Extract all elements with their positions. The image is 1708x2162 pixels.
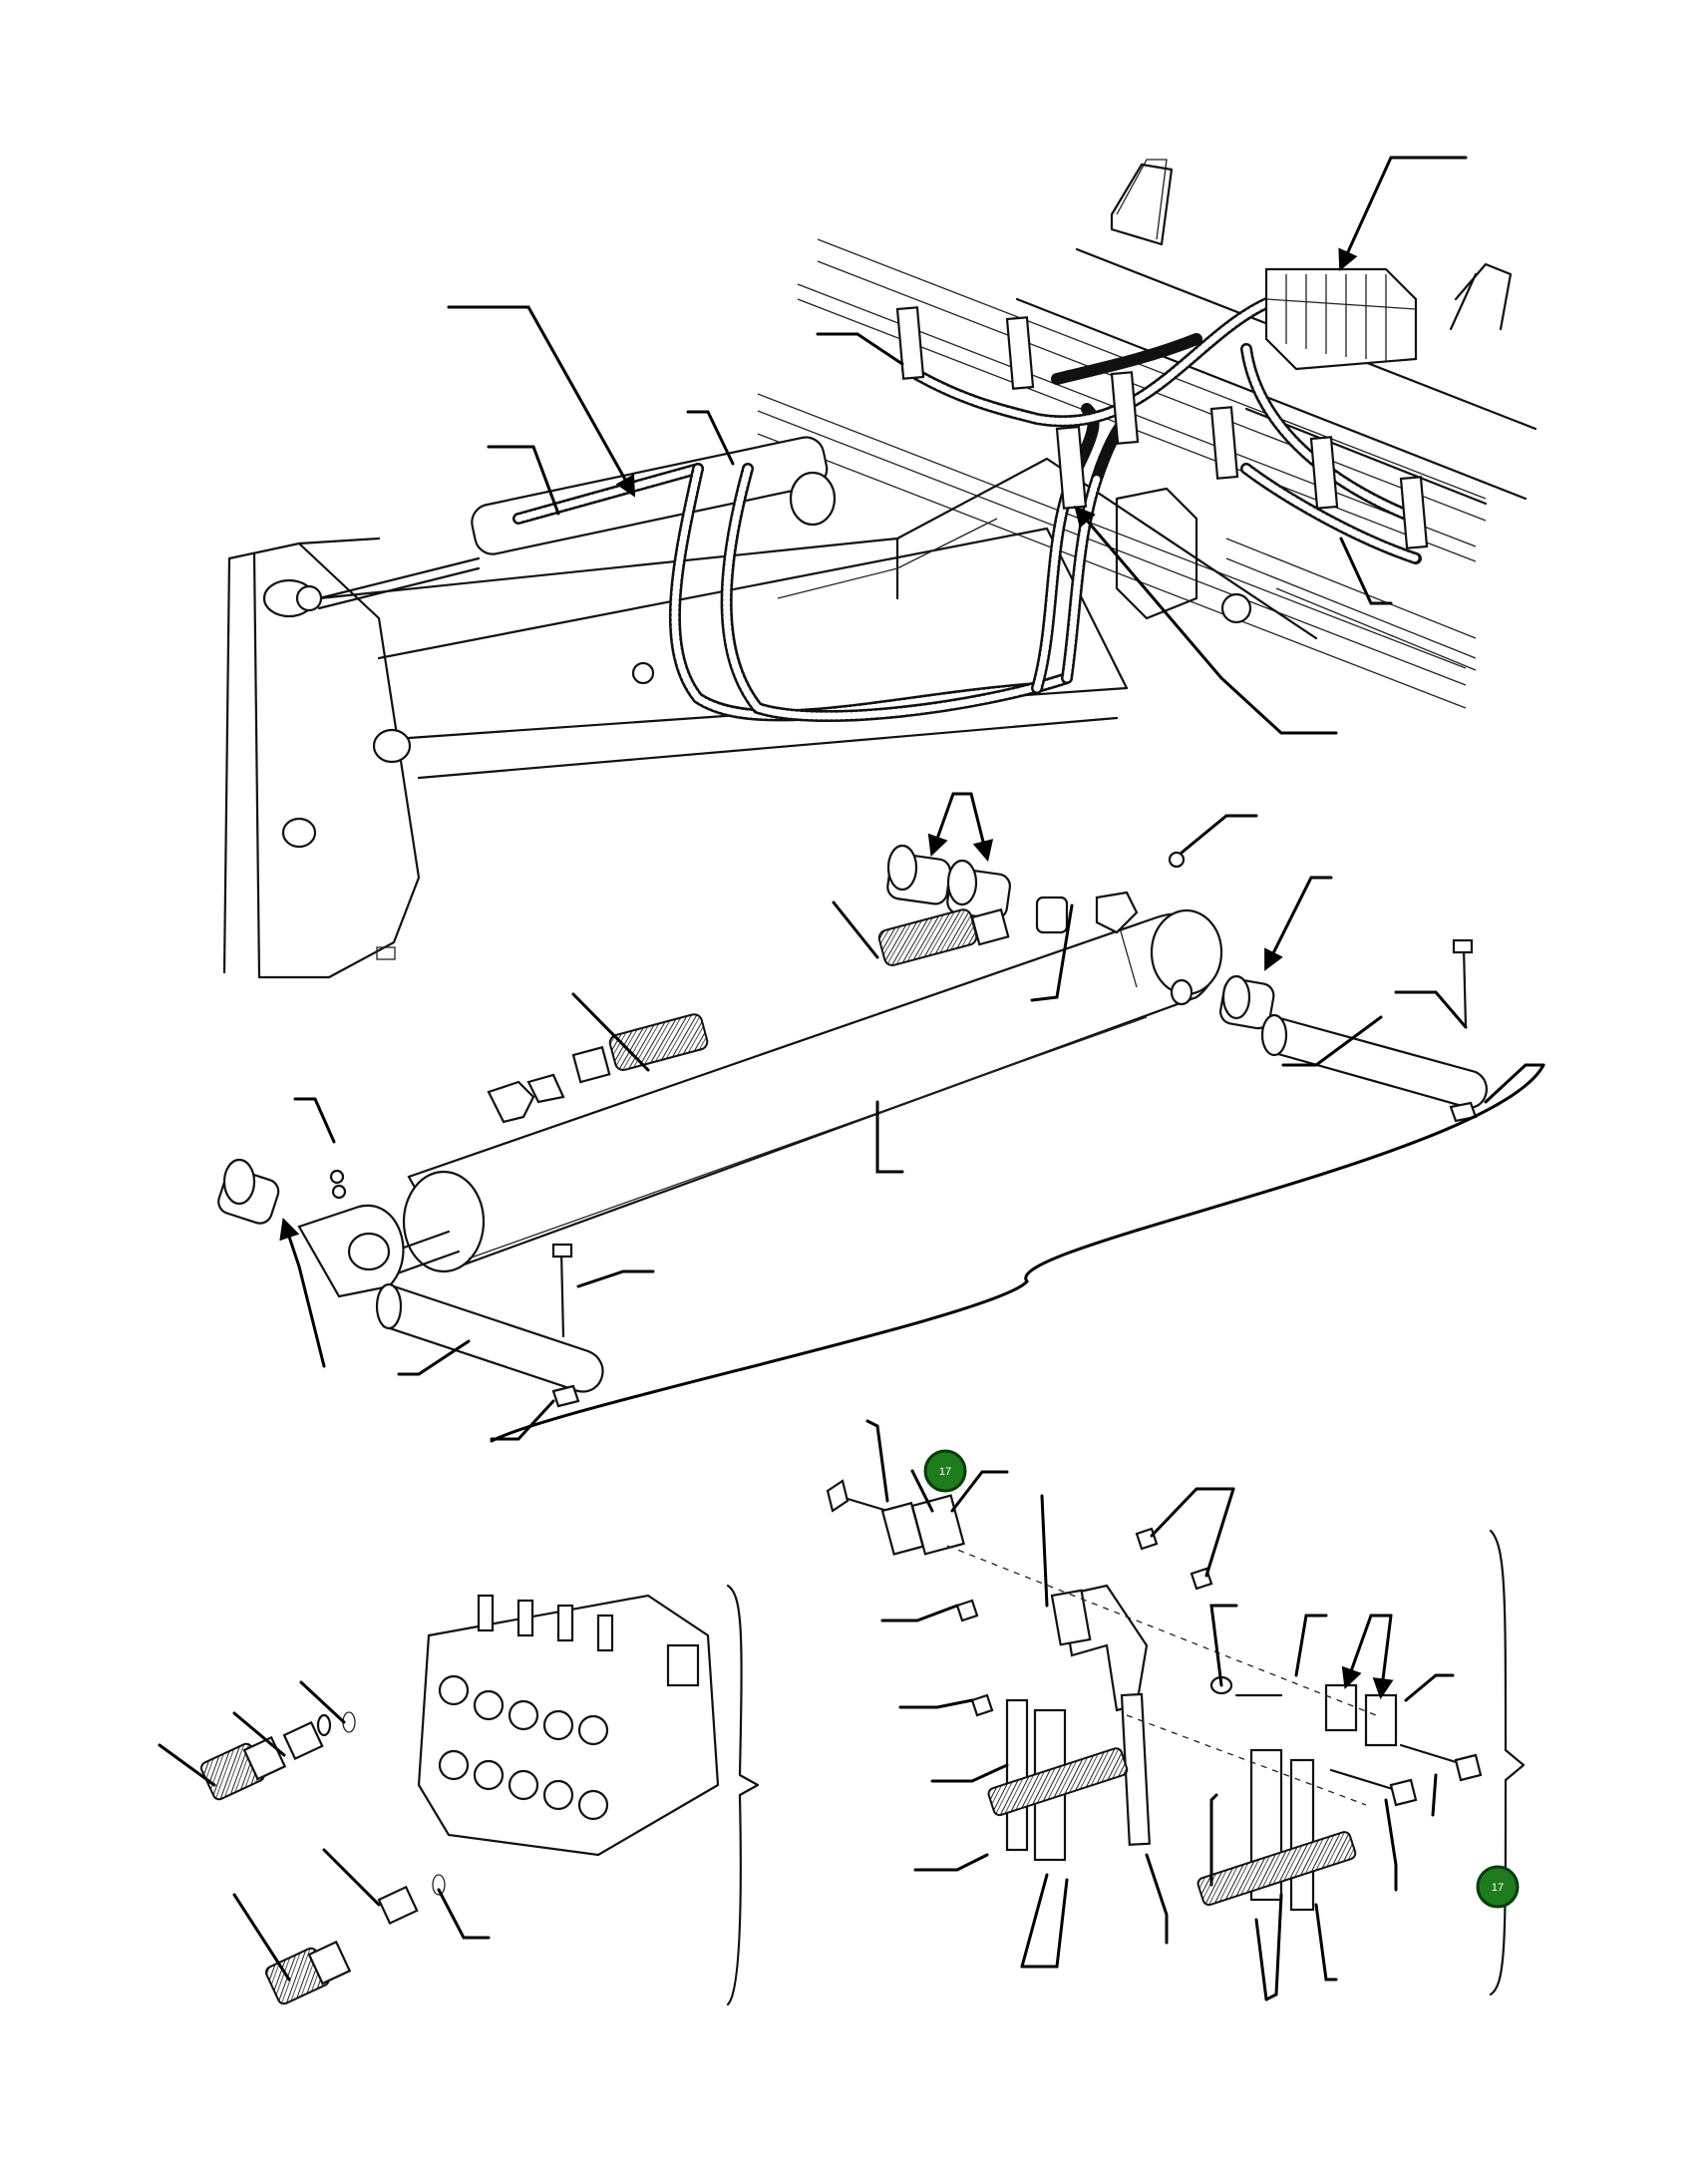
boom-arm — [222, 457, 1318, 979]
clamp-bracket-detail — [826, 1419, 1526, 2001]
valve-fittings — [199, 1711, 446, 2005]
bracket-leader-lines — [865, 1419, 1526, 2001]
cylinder-fittings — [329, 851, 1186, 1185]
top-leader-lines — [447, 156, 1468, 735]
cylinder-barrel — [402, 908, 1223, 1273]
exploded-cylinder — [217, 792, 1545, 1443]
valve-fittings-detail — [158, 1584, 760, 2006]
chassis-frame — [757, 159, 1537, 709]
bracket-parts — [826, 1479, 1483, 1912]
hose-clamp-brackets — [895, 306, 1429, 624]
callout-badge-right[interactable]: 17 — [1476, 1865, 1520, 1909]
cylinder-leader-lines — [279, 792, 1545, 1443]
pivot-pins — [375, 938, 1488, 1408]
boom-assembly — [222, 156, 1537, 979]
valve-leader-lines — [158, 1584, 760, 2006]
callout-badge-top[interactable]: 17 — [923, 1449, 967, 1493]
bushings — [217, 844, 1275, 1225]
valve-body — [417, 1594, 720, 1857]
callout-label: 17 — [939, 1466, 951, 1478]
piston-rod-eye — [297, 1184, 461, 1298]
installed-hydraulic-cylinder — [262, 293, 1422, 723]
control-valve-block — [1264, 267, 1418, 371]
callout-label: 17 — [1492, 1882, 1504, 1894]
